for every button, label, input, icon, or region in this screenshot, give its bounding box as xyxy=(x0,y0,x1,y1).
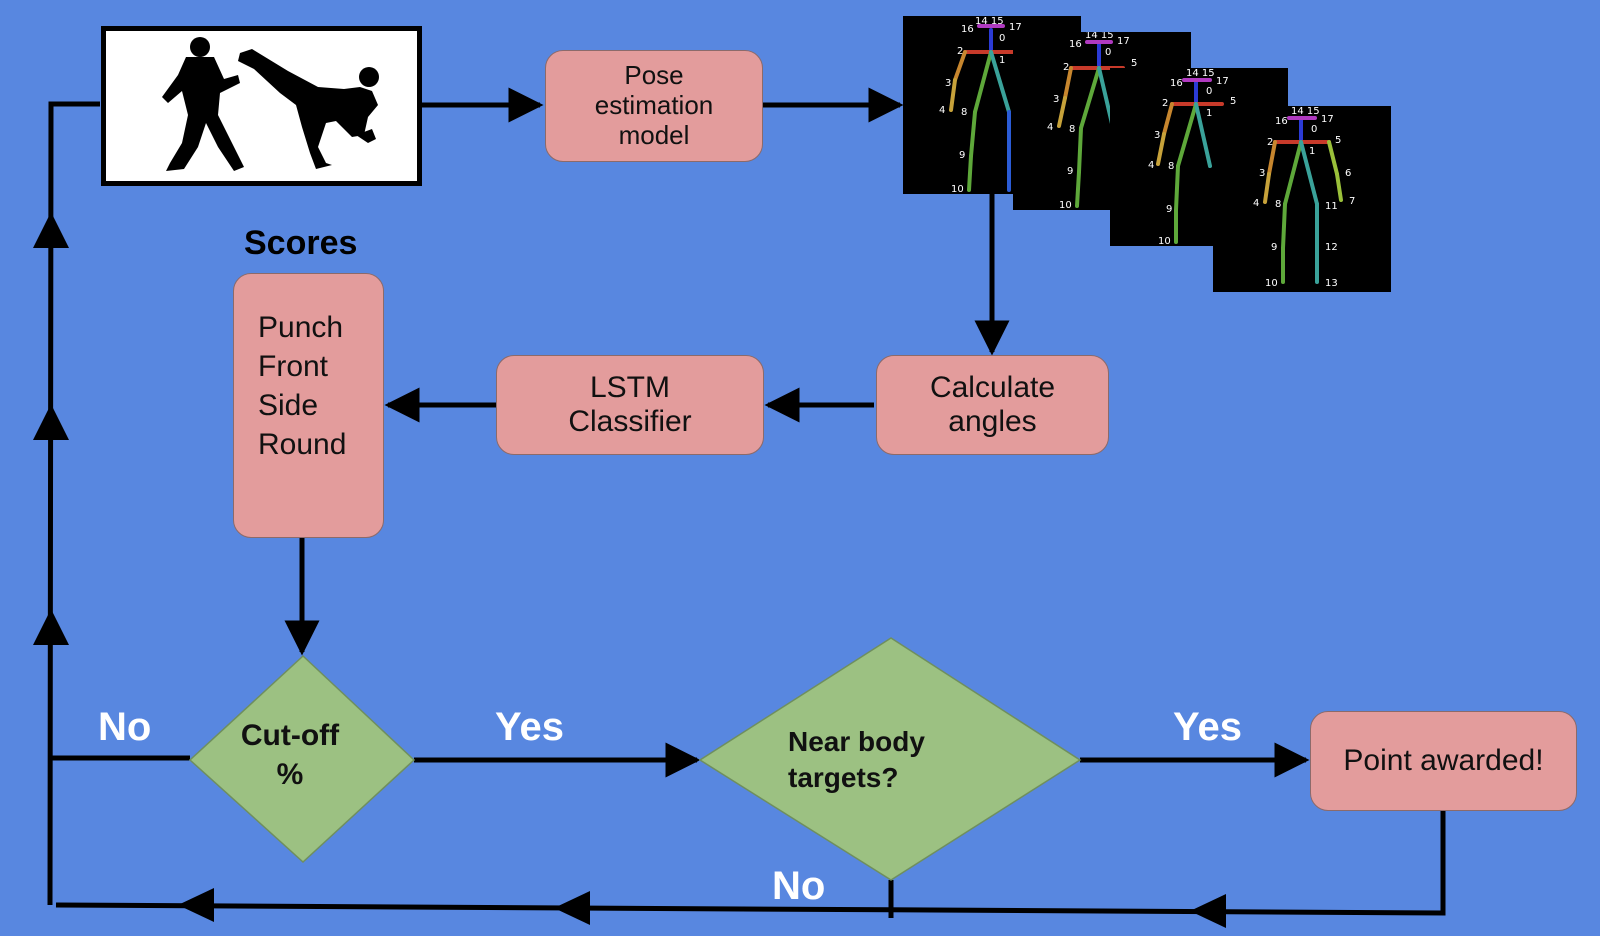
svg-text:16: 16 xyxy=(1275,116,1288,127)
svg-text:16: 16 xyxy=(961,24,974,35)
svg-text:8: 8 xyxy=(961,107,967,118)
skeleton-frame-4: 14 15 16 17 0 2 5 1 6 3 7 4 8 11 9 12 10… xyxy=(1213,106,1391,292)
svg-text:17: 17 xyxy=(1321,114,1334,125)
svg-text:14 15: 14 15 xyxy=(975,16,1004,27)
cutoff-label: Cut-off % xyxy=(240,719,340,791)
svg-text:4: 4 xyxy=(939,105,945,116)
svg-text:14 15: 14 15 xyxy=(1291,106,1320,117)
svg-text:9: 9 xyxy=(1271,242,1277,253)
svg-text:1: 1 xyxy=(1309,146,1315,157)
lstm-classifier-box: LSTM Classifier xyxy=(496,355,764,455)
point-awarded-box: Point awarded! xyxy=(1310,711,1577,811)
pose-skeleton-frames-icon: 14 15 16 17 0 2 1 3 4 8 9 10 xyxy=(903,16,1393,292)
pose-estimation-label: Pose estimation model xyxy=(594,60,714,150)
svg-text:9: 9 xyxy=(1067,166,1073,177)
svg-text:1: 1 xyxy=(1206,108,1212,119)
svg-text:10: 10 xyxy=(1158,236,1171,246)
label-yes-near: Yes xyxy=(1173,705,1242,749)
arrowhead-left-1 xyxy=(178,888,214,922)
karate-fighters-silhouette-icon xyxy=(162,37,379,171)
svg-text:0: 0 xyxy=(1105,47,1111,58)
svg-text:4: 4 xyxy=(1253,198,1259,209)
svg-text:9: 9 xyxy=(959,150,965,161)
point-awarded-label: Point awarded! xyxy=(1343,743,1544,777)
svg-text:14 15: 14 15 xyxy=(1186,68,1215,79)
svg-text:6: 6 xyxy=(1345,168,1351,179)
svg-text:2: 2 xyxy=(957,46,963,57)
svg-text:8: 8 xyxy=(1275,199,1281,210)
svg-text:8: 8 xyxy=(1069,124,1075,135)
svg-text:1: 1 xyxy=(999,55,1005,66)
svg-text:0: 0 xyxy=(1311,124,1317,135)
svg-text:0: 0 xyxy=(999,33,1005,44)
arrowhead-left-3 xyxy=(1190,894,1226,928)
svg-text:5: 5 xyxy=(1230,96,1236,107)
calculate-angles-box: Calculate angles xyxy=(876,355,1109,455)
svg-text:13: 13 xyxy=(1325,278,1338,289)
karate-image-frame xyxy=(101,26,422,186)
svg-text:10: 10 xyxy=(1265,278,1278,289)
svg-text:17: 17 xyxy=(1216,76,1229,87)
svg-text:2: 2 xyxy=(1162,98,1168,109)
label-yes-cutoff: Yes xyxy=(495,705,564,749)
svg-text:17: 17 xyxy=(1009,22,1022,33)
svg-text:3: 3 xyxy=(1154,130,1160,141)
svg-text:4: 4 xyxy=(1148,160,1154,171)
svg-text:10: 10 xyxy=(951,184,964,194)
svg-text:3: 3 xyxy=(945,78,951,89)
scores-list: Punch Front Side Round xyxy=(258,311,347,461)
svg-text:17: 17 xyxy=(1117,36,1130,47)
arrowhead-up-1 xyxy=(33,212,69,248)
arrowhead-up-2 xyxy=(33,404,69,440)
pose-estimation-box: Pose estimation model xyxy=(545,50,763,162)
svg-text:16: 16 xyxy=(1170,78,1183,89)
label-no-left: No xyxy=(98,705,152,749)
svg-text:3: 3 xyxy=(1259,168,1265,179)
svg-text:9: 9 xyxy=(1166,204,1172,215)
line-point-return xyxy=(55,810,1446,916)
arrowhead-up-3 xyxy=(33,609,69,645)
scores-heading: Scores xyxy=(244,224,358,262)
svg-text:5: 5 xyxy=(1131,58,1137,69)
svg-text:3: 3 xyxy=(1053,94,1059,105)
calculate-angles-label: Calculate angles xyxy=(929,370,1056,439)
svg-text:2: 2 xyxy=(1063,62,1069,73)
svg-text:5: 5 xyxy=(1335,135,1341,146)
skeleton-figure-2: 14 15 16 17 0 2 5 3 4 8 9 10 xyxy=(1047,32,1137,210)
svg-text:12: 12 xyxy=(1325,242,1338,253)
svg-text:14 15: 14 15 xyxy=(1085,32,1114,41)
svg-text:8: 8 xyxy=(1168,161,1174,172)
skeleton-figure-3: 14 15 16 17 0 2 5 1 3 4 8 9 10 xyxy=(1148,68,1236,246)
svg-text:11: 11 xyxy=(1325,201,1338,212)
skeleton-figure-4: 14 15 16 17 0 2 5 1 6 3 7 4 8 11 9 12 10… xyxy=(1253,106,1355,289)
svg-text:0: 0 xyxy=(1206,86,1212,97)
arrowhead-left-2 xyxy=(554,891,590,925)
skeleton-figure-1: 14 15 16 17 0 2 1 3 4 8 9 10 xyxy=(939,16,1022,194)
svg-text:4: 4 xyxy=(1047,122,1053,133)
svg-text:2: 2 xyxy=(1267,137,1273,148)
svg-text:16: 16 xyxy=(1069,39,1082,50)
svg-text:10: 10 xyxy=(1059,200,1072,210)
scores-box: Punch Front Side Round xyxy=(233,273,384,538)
line-left-return xyxy=(47,101,100,906)
label-no-bottom: No xyxy=(772,864,826,908)
lstm-classifier-label: LSTM Classifier xyxy=(568,370,692,439)
near-body-label: Near body targets? xyxy=(788,726,925,794)
svg-text:7: 7 xyxy=(1349,196,1355,207)
